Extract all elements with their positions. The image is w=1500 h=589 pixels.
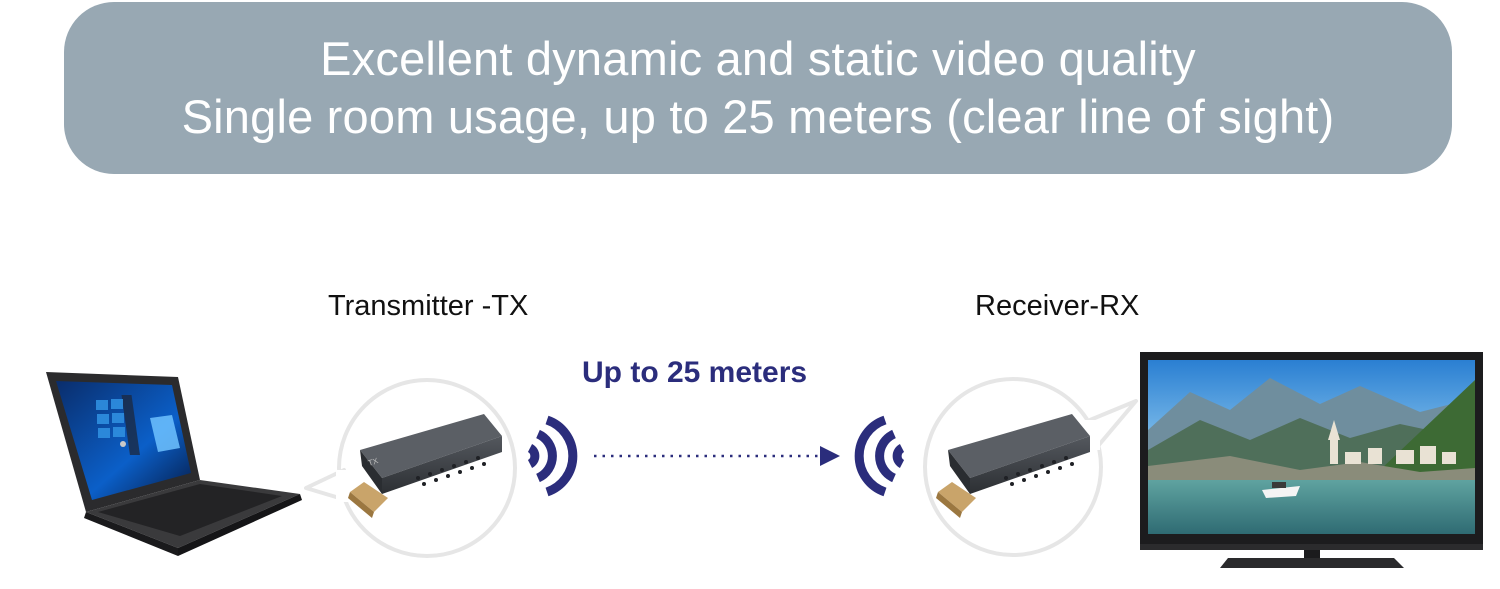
wireless-signal-icon	[854, 415, 905, 497]
headline-banner: Excellent dynamic and static video quali…	[64, 2, 1452, 174]
wireless-signal-icon	[527, 415, 578, 497]
tx-dongle-icon: TX	[348, 414, 502, 518]
tv-icon	[1140, 352, 1483, 568]
headline-line-2: Single room usage, up to 25 meters (clea…	[181, 90, 1335, 143]
rx-dongle-icon	[936, 414, 1090, 518]
arrow-right-icon	[594, 446, 840, 466]
laptop-icon	[46, 372, 302, 556]
transmitter-label: Transmitter -TX	[328, 290, 529, 322]
distance-label: Up to 25 meters	[582, 356, 808, 389]
tx-dongle-mark: TX	[367, 456, 380, 468]
headline-line-1: Excellent dynamic and static video quali…	[320, 32, 1196, 85]
receiver-label: Receiver-RX	[975, 290, 1140, 322]
